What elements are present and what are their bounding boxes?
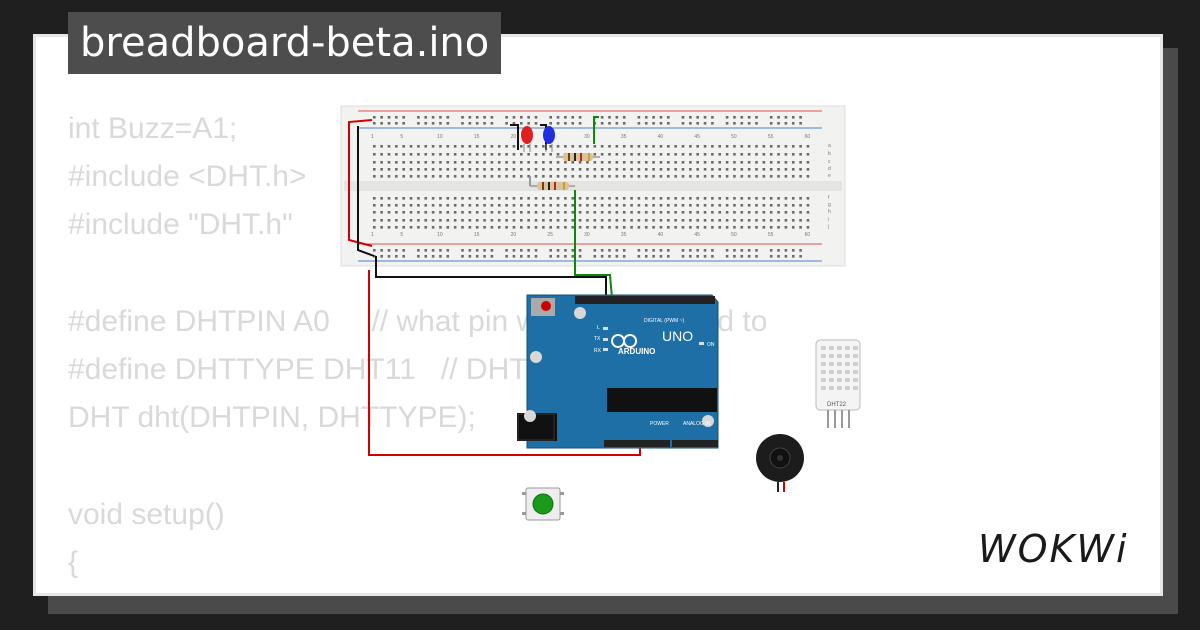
breadboard-column-number: 45 xyxy=(694,232,700,238)
breadboard-column-number: 1 xyxy=(371,134,374,140)
arduino-uno: UNO ARDUINO DIGITAL (PWM ~) POWER ANALOG… xyxy=(517,294,719,449)
breadboard-row-letter: h xyxy=(828,209,831,215)
breadboard-row-letter: b xyxy=(828,151,831,157)
breadboard-holes xyxy=(373,116,810,258)
led-red xyxy=(521,126,533,152)
breadboard-column-number: 20 xyxy=(511,232,517,238)
arduino-tx-label: TX xyxy=(594,336,601,342)
breadboard-column-number: 30 xyxy=(584,232,590,238)
code-line: void setup() xyxy=(68,497,225,531)
breadboard-column-number: 40 xyxy=(658,232,664,238)
breadboard-column-number: 55 xyxy=(768,232,774,238)
breadboard-column-number: 5 xyxy=(400,134,403,140)
breadboard-column-number: 25 xyxy=(547,232,553,238)
arduino-on-label: ON xyxy=(707,342,715,348)
breadboard-row-letter: f xyxy=(828,195,830,201)
breadboard-row-letter: j xyxy=(827,224,829,230)
breadboard-column-number: 55 xyxy=(768,134,774,140)
arduino-rx-label: RX xyxy=(594,348,602,354)
breadboard-column-number: 35 xyxy=(621,134,627,140)
breadboard-row-letter: a xyxy=(828,143,831,149)
breadboard-column-number: 45 xyxy=(694,134,700,140)
breadboard-column-number: 5 xyxy=(400,232,403,238)
code-line: #include <DHT.h> xyxy=(68,160,307,194)
breadboard-column-number: 30 xyxy=(584,134,590,140)
code-line: int Buzz=A1; xyxy=(68,112,238,145)
arduino-brand-label: ARDUINO xyxy=(618,347,655,356)
code-line: DHT dht(DHTPIN, DHTTYPE); xyxy=(68,401,476,435)
push-button xyxy=(522,487,564,521)
breadboard-column-number: 40 xyxy=(658,134,664,140)
arduino-power-label: POWER xyxy=(650,421,669,427)
sensor-label: DHT22 xyxy=(827,402,847,408)
arduino-model-label: UNO xyxy=(662,328,693,344)
wokwi-logo: WOKWi xyxy=(978,527,1129,571)
breadboard-row-letter: i xyxy=(828,217,829,223)
breadboard-column-number: 50 xyxy=(731,232,737,238)
breadboard-column-number: 10 xyxy=(437,232,443,238)
breadboard-row-letter: d xyxy=(828,166,831,172)
breadboard-column-number: 60 xyxy=(805,232,811,238)
code-line: { xyxy=(68,545,79,579)
arduino-analog-label: ANALOG IN xyxy=(683,421,711,427)
breadboard-column-number: 60 xyxy=(805,134,811,140)
resistor-2 xyxy=(530,182,575,190)
resistor-1 xyxy=(556,153,600,161)
arduino-digital-label: DIGITAL (PWM ~) xyxy=(644,318,684,324)
breadboard-row-letter: c xyxy=(828,159,831,165)
breadboard-column-number: 15 xyxy=(474,232,480,238)
arduino-l-label: L xyxy=(597,325,600,331)
breadboard-column-number: 50 xyxy=(731,134,737,140)
code-line: #include "DHT.h" xyxy=(68,208,293,242)
breadboard-row-letter: e xyxy=(828,173,831,179)
breadboard-column-number: 15 xyxy=(474,134,480,140)
breadboard-column-number: 35 xyxy=(621,232,627,238)
led-blue xyxy=(543,126,555,152)
dht22-sensor: DHT22 xyxy=(815,339,861,428)
code-line: #define DHTTYPE DHT11 // DHT 11 xyxy=(68,353,567,387)
breadboard-column-number: 10 xyxy=(437,134,443,140)
breadboard-column-number: 20 xyxy=(511,134,517,140)
buzzer xyxy=(756,434,804,492)
breadboard-row-letter: g xyxy=(828,202,831,208)
project-title: breadboard-beta.ino xyxy=(68,12,502,74)
breadboard-column-number: 1 xyxy=(371,232,374,238)
